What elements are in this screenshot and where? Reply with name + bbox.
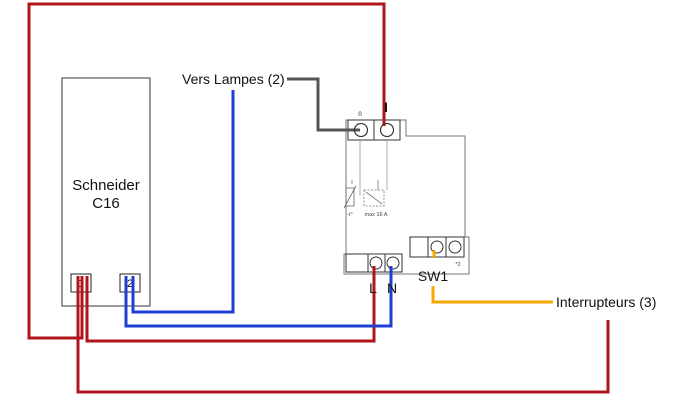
breaker-terminal-2-label: 2 — [127, 278, 133, 290]
relay-label-t2: *2 — [455, 262, 460, 268]
relay-label-sw: SW1 — [418, 268, 449, 284]
wire-neutral-lamps — [131, 90, 235, 314]
relay-label-l: L — [369, 280, 377, 296]
relay-label-n: N — [387, 280, 397, 296]
wire-phase-switches — [76, 276, 610, 394]
wire-switch-return — [431, 286, 553, 304]
relay-label-one: I — [384, 99, 388, 115]
breaker-body — [61, 77, 151, 307]
wire-phase-l — [85, 266, 376, 343]
relay-label-t1: -t° — [347, 212, 353, 218]
wire-neutral-n — [124, 266, 393, 328]
relay-coil — [363, 189, 385, 207]
relay-label-max: max 16 A — [365, 212, 388, 218]
relay-varistor — [345, 187, 355, 207]
relay-terminal-l — [369, 256, 383, 270]
breaker-model: C16 — [92, 195, 120, 212]
wire-lamp-return — [287, 77, 360, 132]
wire-phase-top — [27, 2, 386, 340]
breaker-brand: Schneider — [72, 177, 140, 194]
switches-label: Interrupteurs (3) — [556, 294, 656, 310]
relay-label-zero: 0 — [358, 112, 362, 118]
relay-terminal-n — [386, 256, 400, 270]
relay-terminal-sw2 — [448, 240, 462, 254]
lamps-label: Vers Lampes (2) — [182, 71, 285, 87]
